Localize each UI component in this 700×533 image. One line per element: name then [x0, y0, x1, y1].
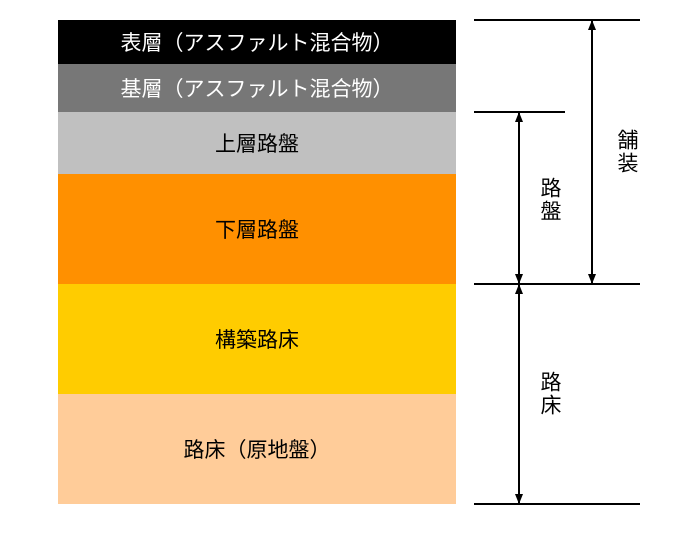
- layer-surface: 表層（アスファルト混合物）: [58, 20, 456, 64]
- layer-subgrade: 路床（原地盤）: [58, 394, 456, 504]
- pavement-label: 舗装: [615, 129, 639, 175]
- subgrade-label: 路床: [538, 371, 562, 417]
- layer-improved-subgrade: 構築路床: [58, 284, 456, 394]
- layer-subgrade-label: 路床（原地盤）: [183, 438, 331, 462]
- layer-lower-base: 下層路盤: [58, 174, 456, 284]
- layer-upper-base: 上層路盤: [58, 112, 456, 174]
- layer-surface-label: 表層（アスファルト混合物）: [120, 31, 394, 55]
- layer-binder-label: 基層（アスファルト混合物）: [120, 77, 394, 101]
- layer-lower-base-label: 下層路盤: [215, 218, 299, 242]
- roadbed-base-label: 路盤: [538, 177, 562, 223]
- layer-upper-base-label: 上層路盤: [215, 132, 299, 156]
- layer-binder: 基層（アスファルト混合物）: [58, 64, 456, 112]
- layer-improved-subgrade-label: 構築路床: [215, 328, 299, 352]
